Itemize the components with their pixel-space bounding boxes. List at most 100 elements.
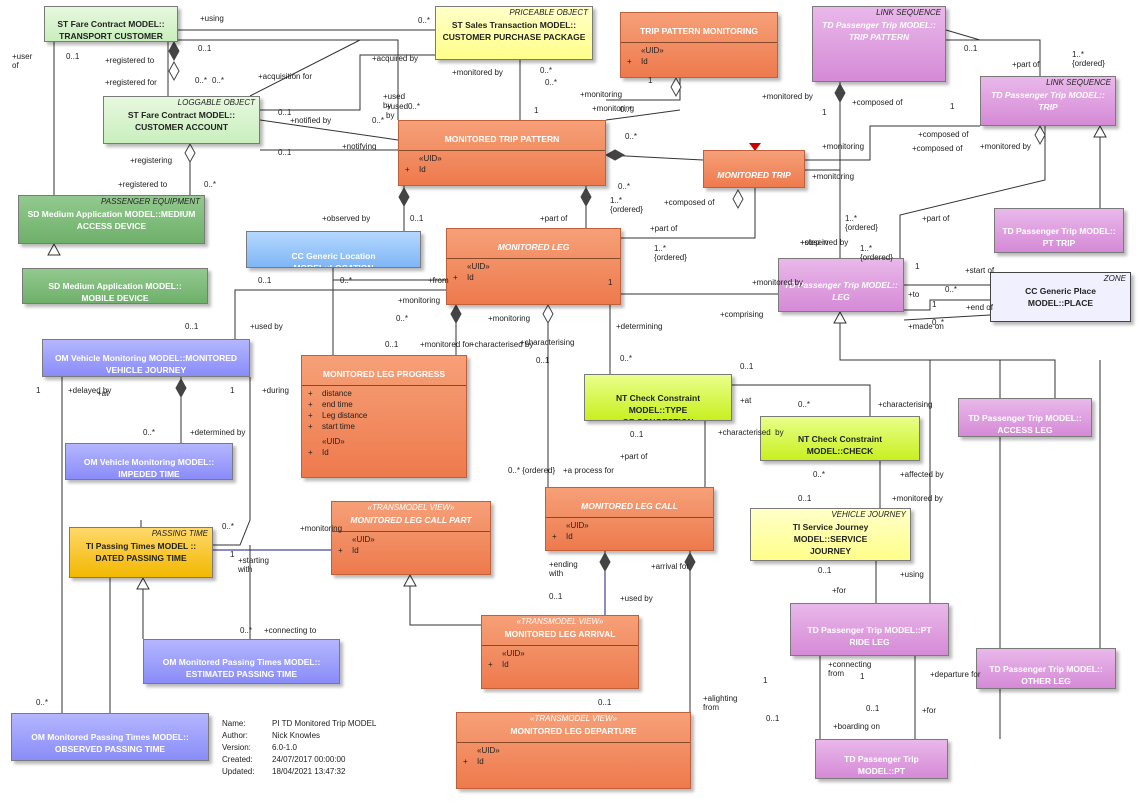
generalization-triangle xyxy=(403,573,417,587)
class-title: MONITORED TRIP xyxy=(717,170,791,180)
association-label: +using xyxy=(200,14,224,23)
stereotype-label xyxy=(12,714,208,725)
note-row: Author:Nick Knowles xyxy=(222,730,376,742)
attribute-name: start time xyxy=(322,422,355,431)
stereotype-label xyxy=(546,488,713,499)
class-title: OM Vehicle Monitoring MODEL::MONITORED V… xyxy=(54,353,238,375)
visibility-marker: + xyxy=(552,532,557,541)
association-label: +characterising xyxy=(520,338,575,347)
visibility-marker: + xyxy=(405,165,410,174)
association-label: +characterised by xyxy=(470,340,534,349)
association-label: 0..* xyxy=(340,276,353,285)
uid-stereotype: «UID» xyxy=(467,262,490,271)
attribute-row: + Id xyxy=(453,272,614,283)
aggregation-diamond xyxy=(1034,124,1046,146)
association-line xyxy=(213,377,251,546)
association-label: +observed by xyxy=(800,238,849,247)
generalization-triangle xyxy=(1093,124,1107,138)
association-label: +acquisition for xyxy=(258,72,313,81)
uid-stereotype: «UID» xyxy=(419,154,442,163)
note-value: 18/04/2021 13:47:32 xyxy=(272,767,346,776)
stereotype-label: PASSENGER EQUIPMENT xyxy=(101,197,200,206)
association-label: 0..* xyxy=(625,132,638,141)
association-label: +observed by xyxy=(322,214,371,223)
association-label: +using xyxy=(900,570,924,579)
association-label: 0..* xyxy=(620,105,633,114)
association-label: +monitoring xyxy=(592,104,635,113)
compartment-divider xyxy=(447,258,620,259)
class-title: TRIP PATTERN MONITORING xyxy=(640,26,758,36)
association-label: 1 xyxy=(36,386,41,395)
association-label: 0..* xyxy=(418,16,431,25)
stereotype-label xyxy=(977,649,1115,660)
class-title: TD Passenger Trip MODEL:: OTHER LEG xyxy=(989,663,1103,686)
generalization-triangle xyxy=(136,576,150,590)
fare-contract-class: ST Fare Contract MODEL:: TRANSPORT CUSTO… xyxy=(44,6,178,42)
association-label: +ending with xyxy=(549,560,578,578)
class-title: MONITORED LEG ARRIVAL xyxy=(504,629,616,639)
attribute-name: end time xyxy=(322,400,353,409)
attribute-name: distance xyxy=(322,389,352,398)
association-label: +characterising xyxy=(878,400,933,409)
attribute-name: Id xyxy=(502,660,509,669)
association-label: 0..1 xyxy=(536,356,550,365)
aggregation-diamond xyxy=(834,82,846,104)
association-label: 1 xyxy=(763,676,768,685)
stereotype-label xyxy=(585,375,731,386)
stereotype-label xyxy=(447,229,620,240)
association-label: 0..1 xyxy=(866,704,880,713)
association-label: +monitoring xyxy=(398,296,441,305)
note-value: Nick Knowles xyxy=(272,731,321,740)
association-label: 0..* xyxy=(143,428,156,437)
association-label: 0..1 xyxy=(818,566,832,575)
association-label: 0..1 xyxy=(740,362,754,371)
association-line xyxy=(904,299,990,311)
association-label: 1 xyxy=(534,106,539,115)
association-label: 1..* {ordered} xyxy=(654,244,687,262)
association-label: +notified by xyxy=(290,116,332,125)
association-label: +composed of xyxy=(664,198,715,207)
association-label: 0..1 xyxy=(385,340,399,349)
association-label: 0..1 xyxy=(798,494,812,503)
association-label: 0..* xyxy=(813,470,826,479)
aggregation-diamond xyxy=(604,149,626,161)
attribute-name: Id xyxy=(467,273,474,282)
class-title: MONITORED LEG DEPARTURE xyxy=(510,726,637,736)
stereotype-label: «TRANSMODEL VIEW» xyxy=(516,617,604,626)
association-label: +used by xyxy=(383,92,406,110)
stereotype-label: PASSING TIME xyxy=(151,529,208,538)
association-label: 0..1 xyxy=(410,214,424,223)
impeded-time-class: OM Vehicle Monitoring MODEL:: IMPEDED TI… xyxy=(65,443,233,480)
visibility-marker: + xyxy=(453,273,458,282)
association-line xyxy=(899,126,1046,258)
association-label: +registered to xyxy=(118,180,168,189)
association-label: 0..1 xyxy=(630,430,644,439)
stereotype-label xyxy=(761,417,919,428)
stereotype-label xyxy=(704,151,804,162)
aggregation-diamond xyxy=(732,188,744,210)
association-label: 0..1 xyxy=(964,44,978,53)
association-label: +part of xyxy=(620,452,648,461)
class-title: ST Fare Contract MODEL:: CUSTOMER ACCOUN… xyxy=(127,110,236,132)
aggregation-diamond xyxy=(580,186,592,208)
association-label: +delayed by xyxy=(68,386,112,395)
uid-stereotype: «UID» xyxy=(641,46,664,55)
association-label: +monitored for xyxy=(420,340,472,349)
class-title: ST Fare Contract MODEL:: TRANSPORT CUSTO… xyxy=(57,19,165,41)
leg-progress-class: MONITORED LEG PROGRESS+distance+end time… xyxy=(301,355,467,478)
visibility-marker: + xyxy=(338,546,343,555)
attribute-list: «UID»+Id xyxy=(482,646,638,672)
association-label: 1 xyxy=(822,108,827,117)
class-title: TD Passenger Trip MODEL:: LEG xyxy=(784,280,898,302)
attribute-row: +Id xyxy=(338,545,484,556)
stereotype-label: VEHICLE JOURNEY xyxy=(831,510,906,519)
note-key: Created: xyxy=(222,755,253,764)
attribute-row: +end time xyxy=(308,399,460,410)
stereotype-label: LINK SEQUENCE xyxy=(1046,78,1111,87)
class-title: NT Check Constraint MODEL::CHECK CONSTRA… xyxy=(797,433,883,461)
stereotype-label: PRICEABLE OBJECT xyxy=(509,8,588,17)
association-line xyxy=(946,39,1041,76)
